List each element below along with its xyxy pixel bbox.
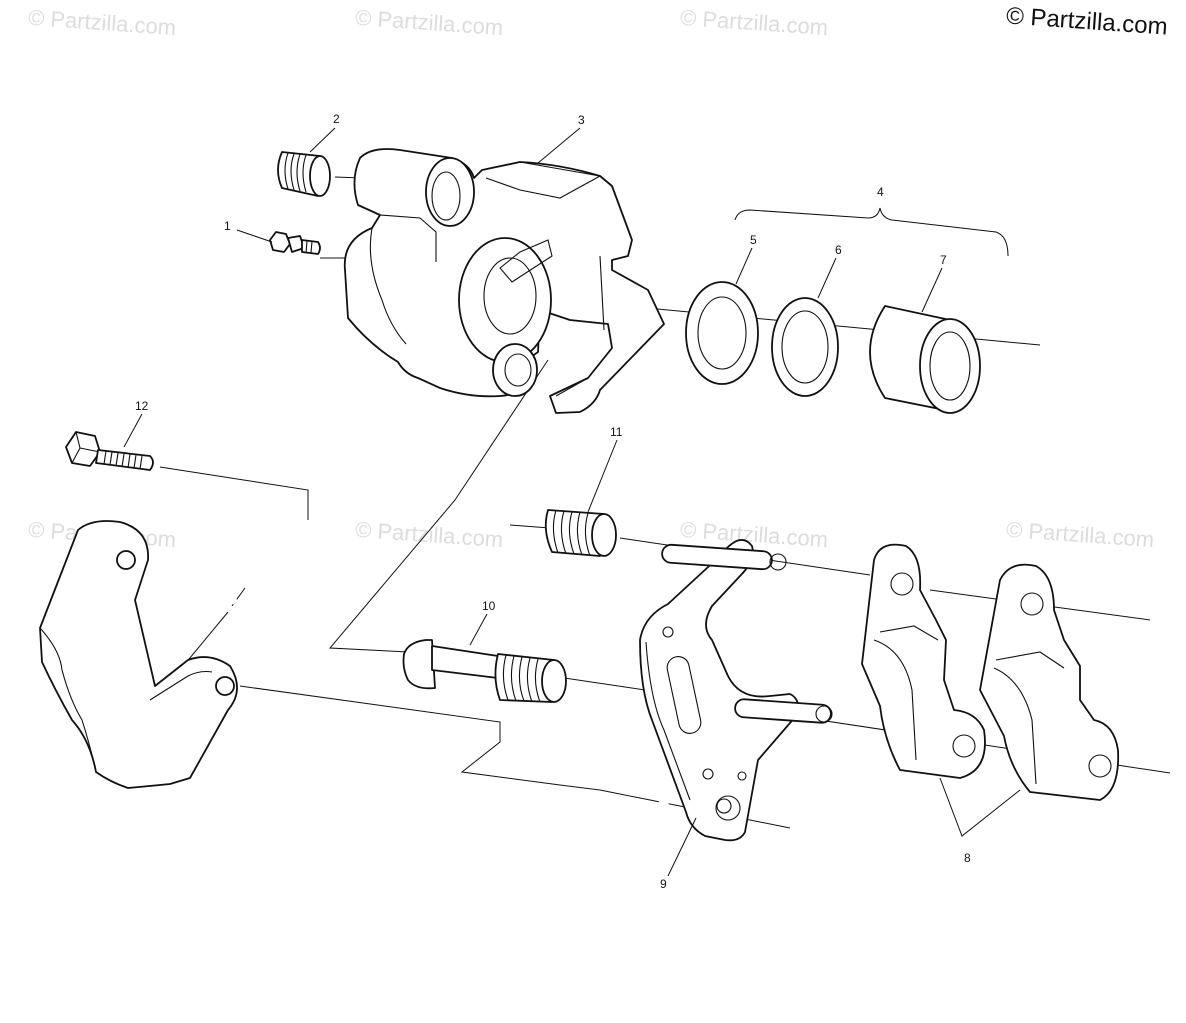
brake-pad-icon [861,543,986,779]
callout-12: 12 [135,399,149,413]
hex-bolt-icon [65,431,154,471]
callout-labels: 1 2 3 4 5 6 7 8 9 10 11 12 [135,112,971,891]
caliper-body-icon [343,148,665,414]
callout-6: 6 [835,243,842,257]
callout-5: 5 [750,233,757,247]
callout-4: 4 [877,185,884,199]
callout-3: 3 [578,113,585,127]
leader-lines [123,127,1021,877]
pad-holder-plate-icon [639,539,833,842]
callout-1: 1 [224,219,231,233]
seal-ring-icon [685,281,759,385]
bleeder-valve-icon [269,231,321,255]
callout-11: 11 [610,425,623,439]
bleeder-cap-icon [277,151,331,197]
piston-icon [869,305,981,414]
callout-9: 9 [660,877,667,891]
callout-8: 8 [964,851,971,865]
seal-ring-icon [771,297,839,397]
callout-2: 2 [333,112,340,126]
seal-kit-bracket-icon [734,207,1009,257]
brake-pad-icon [979,563,1120,801]
pin-boot-icon [544,509,617,557]
callout-7: 7 [940,253,947,267]
mounting-bracket-icon [39,520,238,789]
slide-pin-icon [402,639,567,703]
callout-10: 10 [482,599,496,613]
